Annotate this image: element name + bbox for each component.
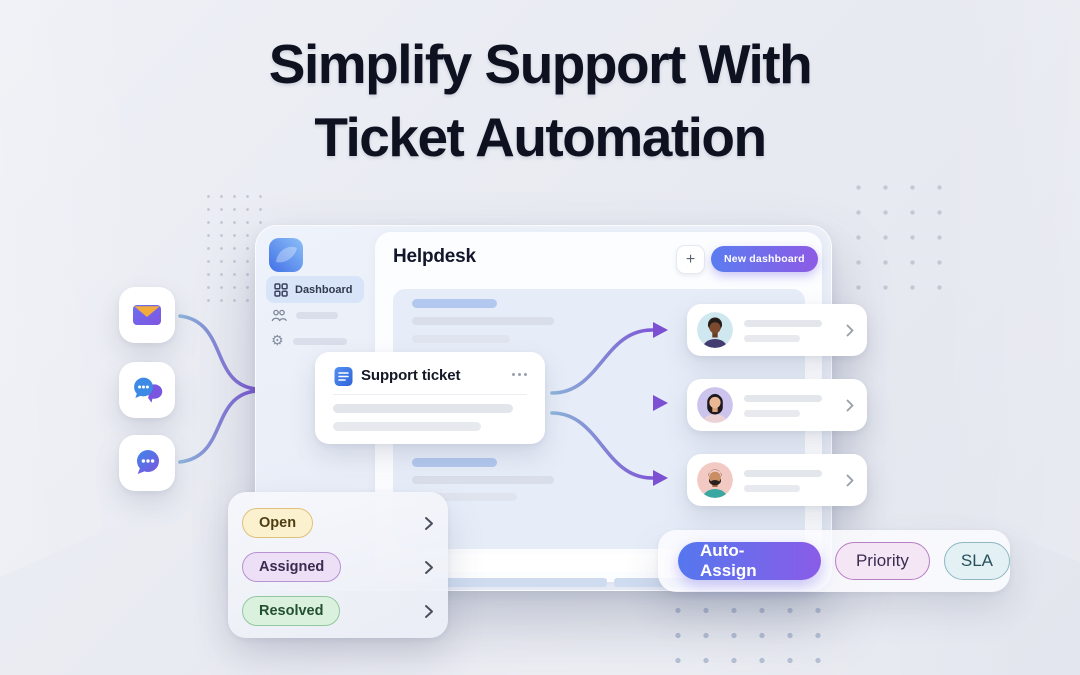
- gear-icon: ⚙: [271, 333, 284, 349]
- skeleton-bar: [412, 317, 554, 325]
- more-ellipsis-icon[interactable]: [512, 373, 527, 376]
- arrowhead-icon: [653, 395, 668, 411]
- skeleton-bar: [412, 458, 497, 467]
- skeleton-bar: [744, 395, 822, 402]
- channel-tile-messages: [119, 435, 175, 491]
- sidebar-item-dashboard[interactable]: Dashboard: [266, 276, 364, 303]
- agent-card[interactable]: [687, 379, 867, 431]
- status-pill-open[interactable]: Open: [242, 508, 314, 538]
- chevron-right-icon[interactable]: [846, 474, 854, 487]
- ticket-icon: [334, 367, 353, 386]
- sidebar-item-label: Dashboard: [295, 283, 353, 296]
- chevron-right-icon[interactable]: [424, 604, 434, 619]
- chevron-right-icon[interactable]: [424, 560, 434, 575]
- dashboard-title: Helpdesk: [393, 246, 476, 267]
- chat-bubbles-icon: [134, 377, 163, 403]
- chevron-right-icon[interactable]: [846, 324, 854, 337]
- chat-dots-icon: [137, 450, 159, 474]
- title-line-1: Simplify Support With: [268, 33, 813, 95]
- people-icon: [271, 309, 287, 322]
- auto-assign-pill[interactable]: Auto-Assign: [678, 541, 821, 580]
- add-button[interactable]: +: [676, 245, 705, 274]
- skeleton-bar: [432, 578, 607, 587]
- priority-pill[interactable]: Priority: [834, 542, 930, 580]
- channel-tile-chat: [119, 362, 175, 418]
- agent-card[interactable]: [687, 454, 867, 506]
- skeleton-bar: [744, 485, 800, 492]
- status-row-open[interactable]: Open: [242, 508, 434, 538]
- arrowhead-icon: [653, 470, 668, 486]
- dot-grid: [202, 190, 262, 308]
- status-row-resolved[interactable]: Resolved: [242, 596, 434, 626]
- support-ticket-card: Support ticket: [315, 352, 545, 444]
- arrowhead-icon: [653, 322, 668, 338]
- agent-card[interactable]: [687, 304, 867, 356]
- skeleton-bar: [412, 476, 554, 484]
- channel-tile-email: [119, 287, 175, 343]
- sidebar-item-settings[interactable]: ⚙: [271, 334, 347, 348]
- agent-avatar-man: [697, 462, 733, 498]
- dot-grid: [664, 598, 834, 675]
- skeleton-bar: [744, 335, 800, 342]
- status-pill-assigned[interactable]: Assigned: [242, 552, 342, 582]
- skeleton-bar: [333, 404, 513, 413]
- status-pill-resolved[interactable]: Resolved: [242, 596, 341, 626]
- divider: [333, 394, 527, 395]
- agent-avatar-woman-2: [697, 387, 733, 423]
- skeleton-bar: [412, 335, 510, 343]
- skeleton-bar: [333, 422, 481, 431]
- skeleton-bar: [744, 470, 822, 477]
- sidebar-item-team[interactable]: [271, 309, 338, 322]
- ticket-card-title: Support ticket: [361, 367, 461, 384]
- agent-avatar-woman-1: [697, 312, 733, 348]
- sla-pill[interactable]: SLA: [943, 542, 1010, 580]
- skeleton-bar: [292, 337, 347, 345]
- skeleton-bar: [296, 312, 338, 319]
- title-line-2: Ticket Automation: [314, 106, 767, 168]
- new-dashboard-button[interactable]: New dashboard: [711, 246, 818, 272]
- skeleton-bar: [412, 493, 517, 501]
- dot-grid: [845, 175, 951, 293]
- skeleton-bar: [744, 320, 822, 327]
- skeleton-bar: [744, 410, 800, 417]
- assign-arrows: [550, 322, 668, 486]
- app-logo: [269, 238, 303, 272]
- status-row-assigned[interactable]: Assigned: [242, 552, 434, 582]
- email-icon: [133, 305, 161, 325]
- automation-panel: Auto-Assign Priority SLA: [658, 530, 1010, 592]
- chevron-right-icon[interactable]: [424, 516, 434, 531]
- chevron-right-icon[interactable]: [846, 399, 854, 412]
- skeleton-bar: [412, 299, 497, 308]
- page-title: Simplify Support With Ticket Automation: [0, 28, 1080, 174]
- dashboard-grid-icon: [274, 282, 288, 297]
